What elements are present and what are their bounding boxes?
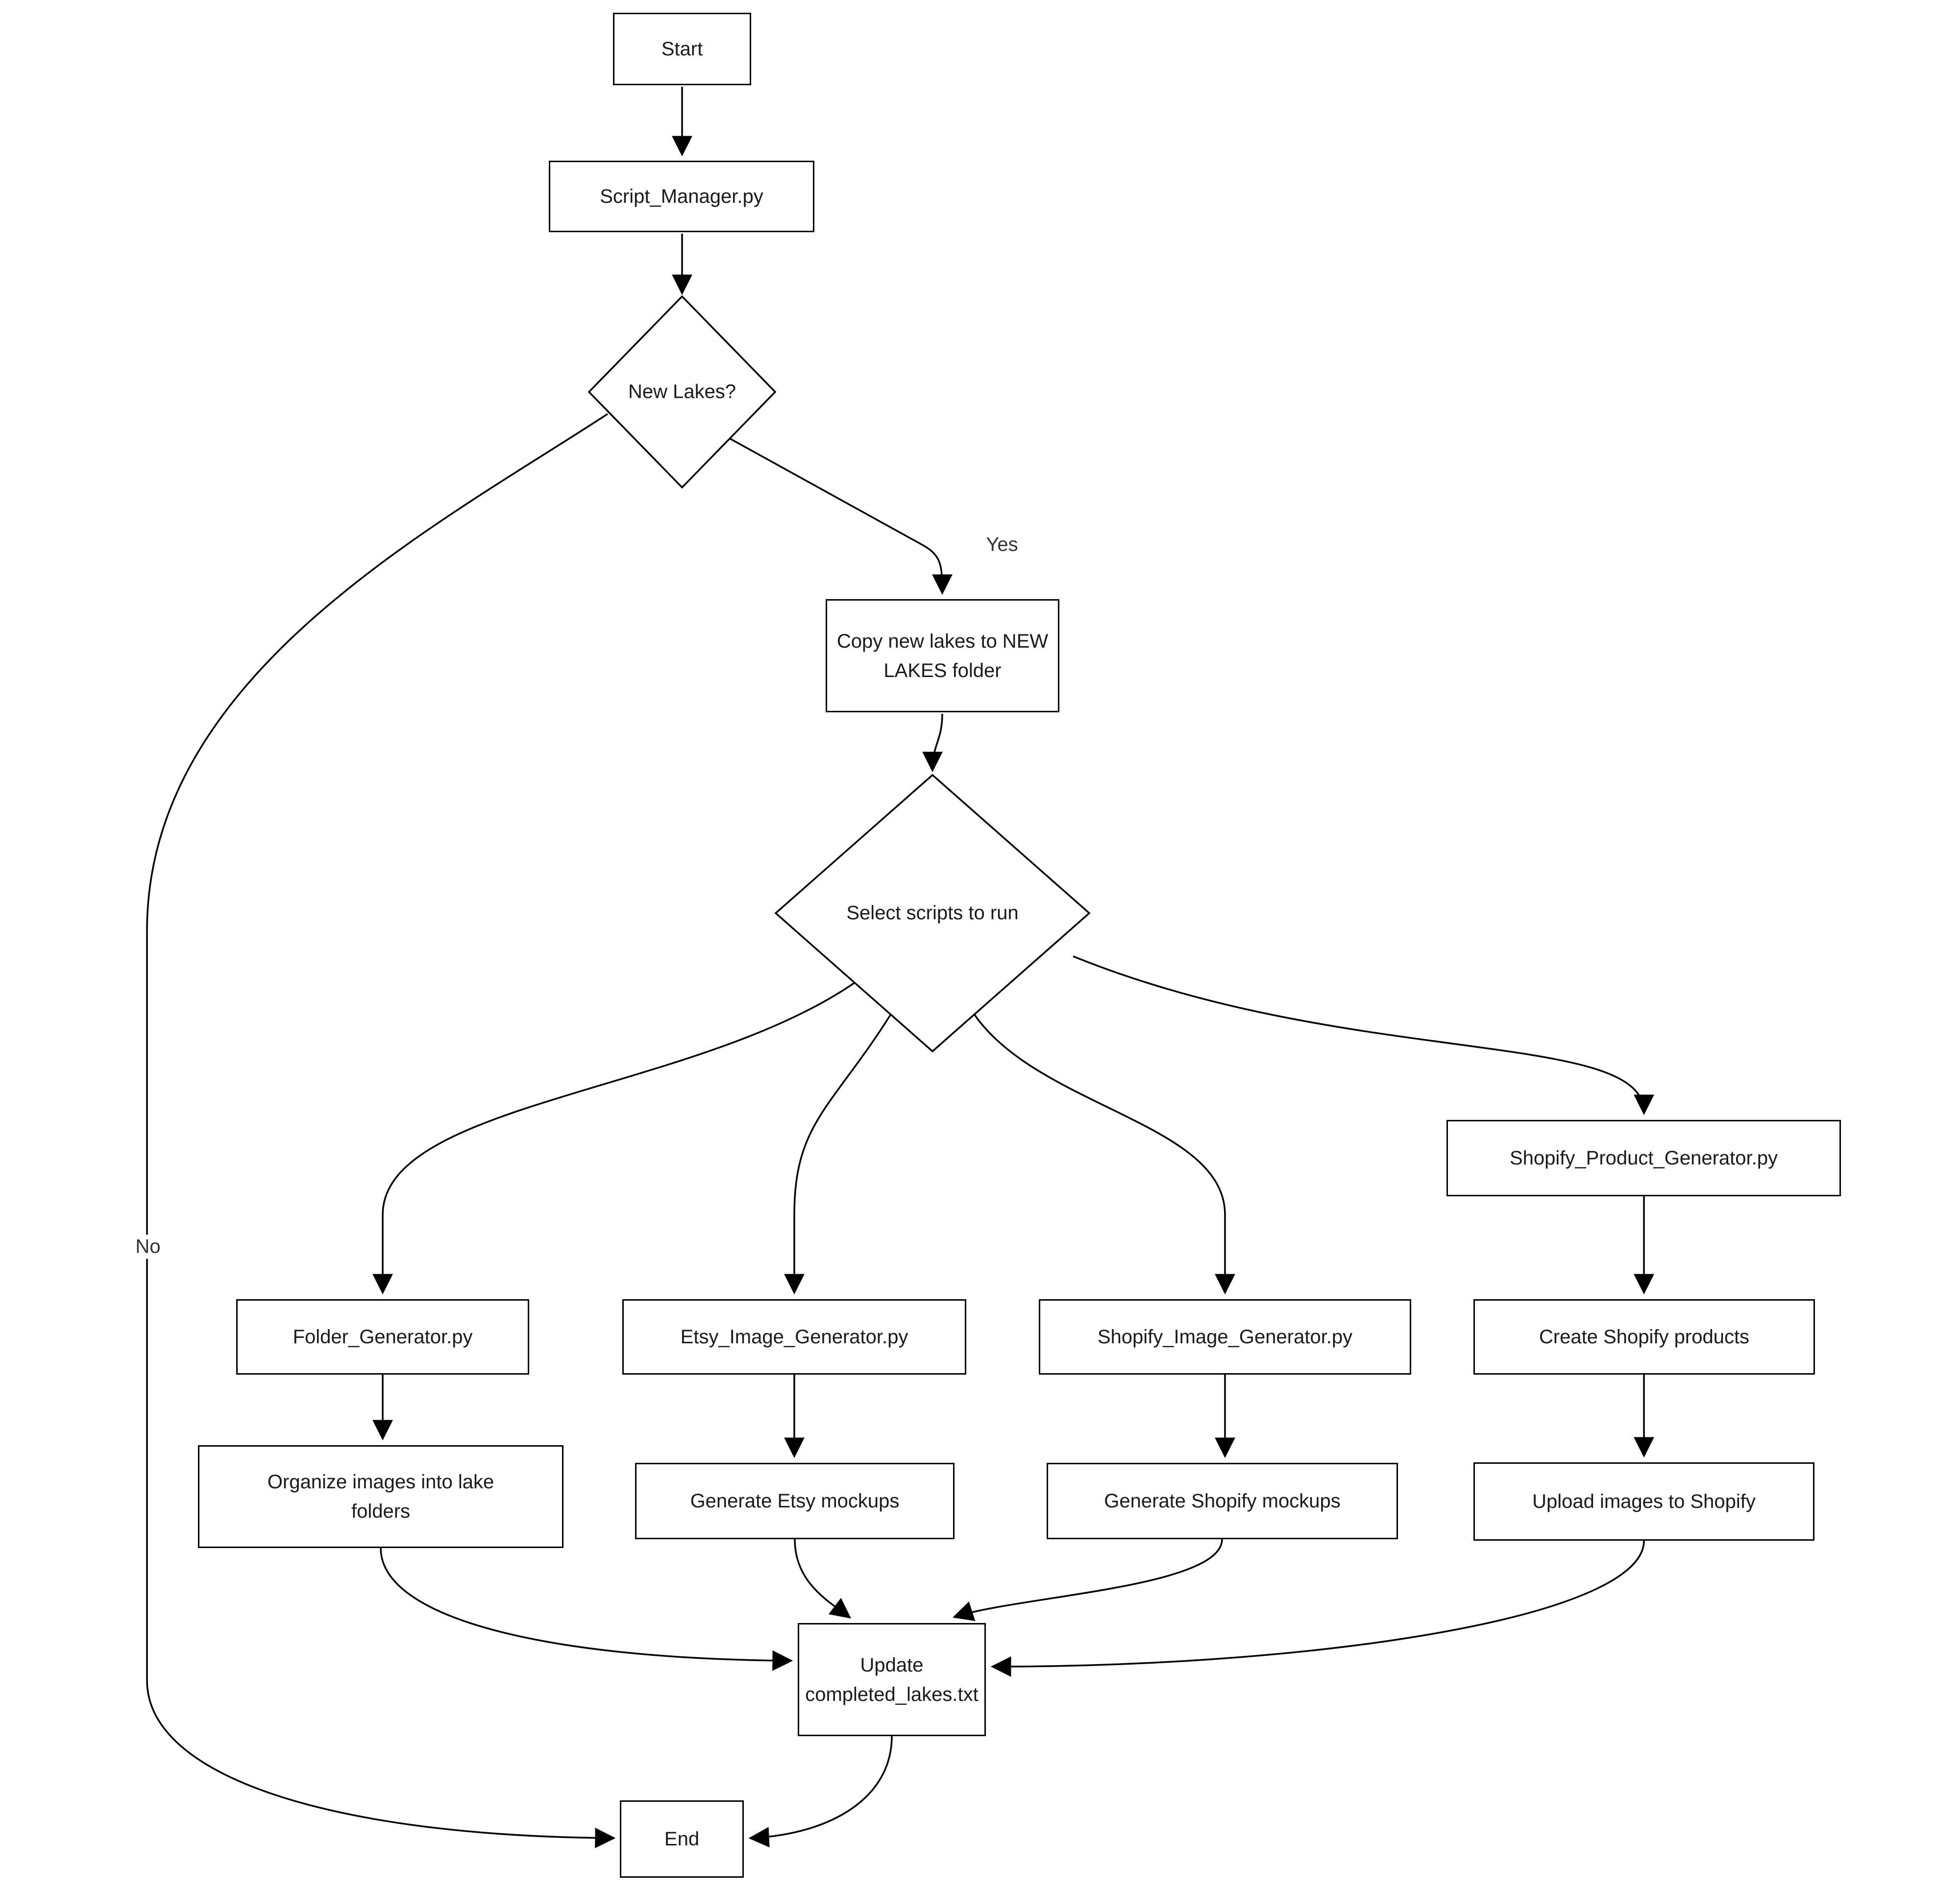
edge-select-to-shopify-image-generator	[971, 1011, 1235, 1295]
node-end: End	[620, 1800, 744, 1878]
edge-shopify-mockups-to-update	[953, 1539, 1223, 1622]
node-shopify-image-generator: Shopify_Image_Generator.py	[1039, 1299, 1411, 1375]
edge-label-no: No	[131, 1235, 165, 1259]
node-select-scripts-decision-label: Select scripts to run	[846, 902, 1019, 924]
node-create-shopify-products: Create Shopify products	[1473, 1299, 1815, 1375]
edge-select-to-shopify-product-generator	[1073, 955, 1654, 1115]
new-lakes-decision-shape	[588, 295, 777, 489]
edge-upload-images-to-update	[990, 1540, 1645, 1677]
node-new-lakes-decision-label: New Lakes?	[628, 381, 736, 403]
node-update-completed-lakes: Update completed_lakes.txt	[798, 1623, 986, 1736]
node-generate-etsy-mockups: Generate Etsy mockups	[635, 1463, 955, 1539]
edge-select-to-etsy-image-generator	[784, 1011, 894, 1295]
node-script-manager: Script_Manager.py	[549, 161, 814, 232]
edge-copy-to-select-scripts	[922, 713, 943, 773]
node-copy-new-lakes: Copy new lakes to NEW LAKES folder	[826, 599, 1059, 712]
edge-select-to-folder-generator	[372, 982, 855, 1295]
node-shopify-product-generator: Shopify_Product_Generator.py	[1446, 1120, 1841, 1196]
edge-new-lakes-yes-to-copy	[725, 435, 953, 595]
node-generate-shopify-mockups: Generate Shopify mockups	[1047, 1463, 1398, 1539]
node-upload-images-to-shopify: Upload images to Shopify	[1473, 1462, 1814, 1541]
node-start: Start	[613, 13, 751, 85]
edge-etsy-mockups-to-update	[794, 1539, 852, 1619]
node-organize-images: Organize images into lake folders	[198, 1445, 564, 1548]
node-folder-generator: Folder_Generator.py	[236, 1299, 529, 1375]
select-scripts-decision-shape	[774, 774, 1091, 1053]
edge-new-lakes-no-to-end	[146, 413, 616, 1848]
edge-label-yes: Yes	[982, 533, 1022, 557]
edge-update-to-end	[748, 1736, 893, 1848]
node-etsy-image-generator: Etsy_Image_Generator.py	[622, 1299, 966, 1375]
edge-organize-to-update	[380, 1548, 793, 1671]
